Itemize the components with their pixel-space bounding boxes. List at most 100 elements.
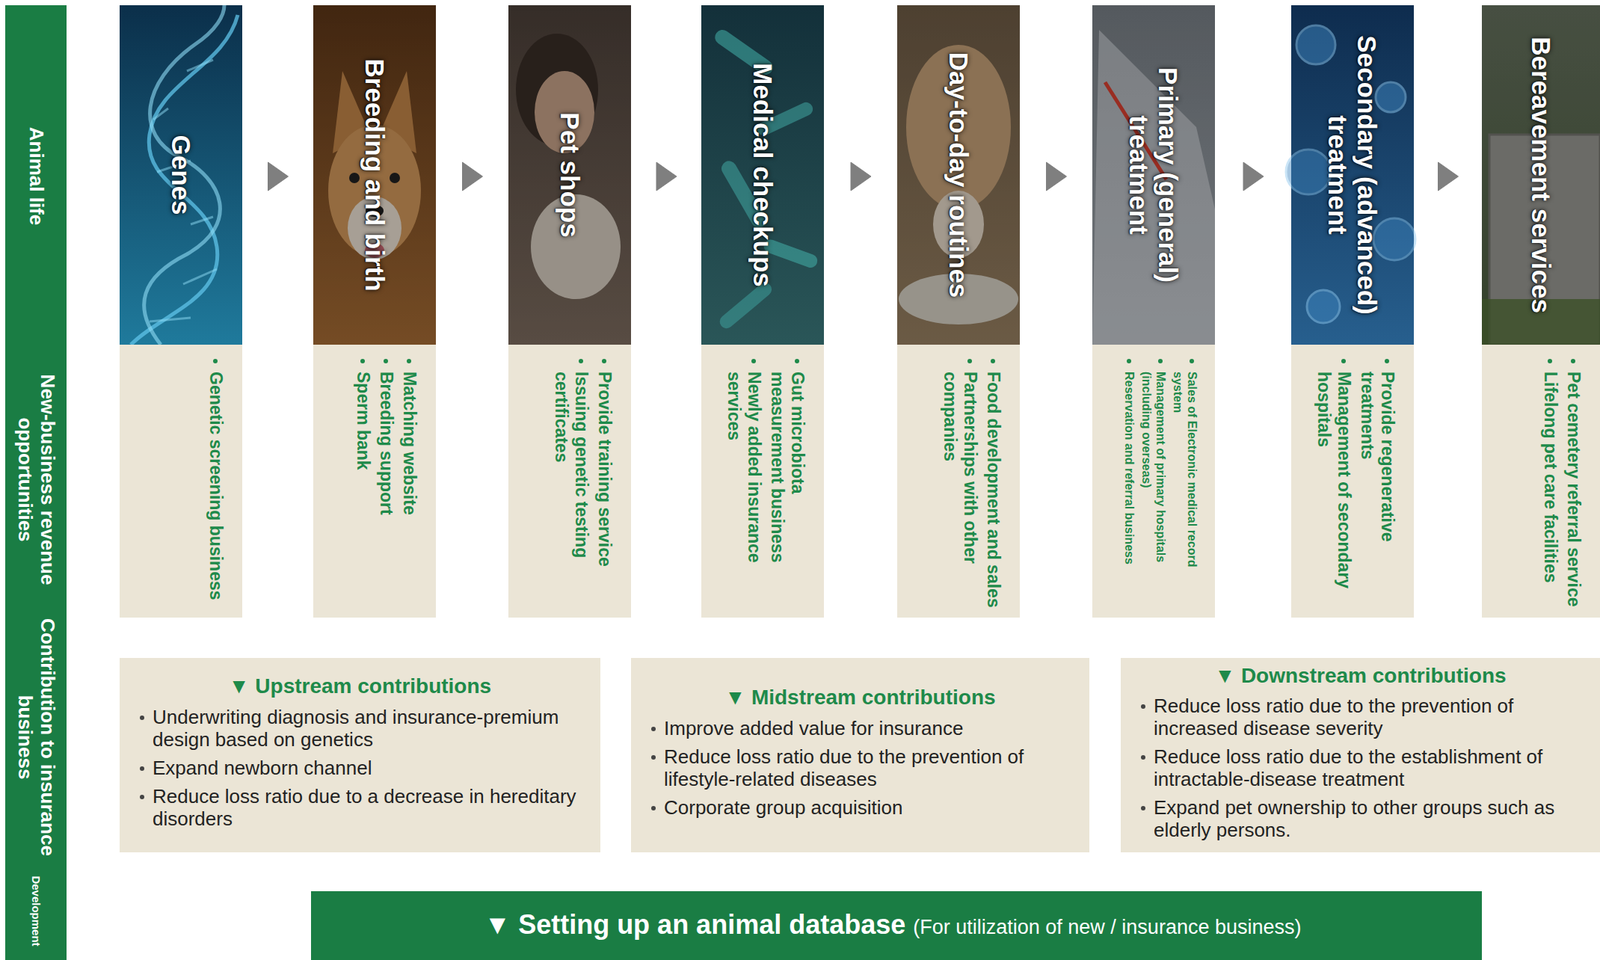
bullet-dot	[360, 358, 365, 364]
bullet-dot	[967, 358, 972, 364]
stage-title: Medical checkups	[747, 62, 777, 288]
band-label-frame: Animal life	[5, 5, 67, 347]
bullet-dot	[1189, 358, 1195, 364]
bullet-text: Food development and sales	[983, 371, 1004, 611]
bullet-text: Reduce loss ratio due to the establishme…	[1153, 746, 1584, 792]
title-frame-frame: Bereavement services	[1481, 5, 1600, 345]
bullet-frame-frame: Genetic screening business	[119, 344, 243, 618]
bullet-dot	[751, 358, 756, 364]
bullet-frame-frame: Food development and salesPartnerships w…	[897, 344, 1020, 618]
flow-arrow	[1438, 162, 1459, 191]
stage-title: Bereavement services	[1525, 36, 1556, 314]
stage-title: Pet shops	[554, 112, 584, 238]
bullet-text: Pet cemetery referral service	[1563, 371, 1584, 611]
bullet-item: Expand pet ownership to other groups suc…	[1137, 797, 1584, 842]
stage-column: Medical checkupsGut microbiota measureme…	[701, 5, 824, 618]
bullet-frame: Gut microbiota measurement businessNewly…	[701, 344, 824, 618]
bullet-dot	[139, 715, 145, 720]
bullet-frame: Genetic screening business	[119, 344, 243, 618]
bullet-text: Reduce loss ratio due to a decrease in h…	[152, 785, 584, 831]
band-label-frame-frame: Animal life	[5, 5, 67, 347]
title-frame: Breeding and birth	[313, 5, 436, 345]
bullet-dot	[1570, 358, 1576, 364]
bullet-text: Lifelong pet care facilities	[1540, 371, 1561, 611]
stage-column: GenesGenetic screening business	[119, 5, 243, 618]
bullet-list: Underwriting diagnosis and insurance-pre…	[136, 706, 584, 836]
band-label-frame-frame: Contribution to insurance business	[5, 612, 67, 863]
bullet-dot	[383, 358, 389, 364]
bullet-text: Underwriting diagnosis and insurance-pre…	[152, 706, 584, 752]
title-frame-frame: Medical checkups	[701, 5, 824, 345]
stage-title: Secondary (advanced) treatment	[1323, 12, 1382, 338]
bullet-item: Newly added insurance services	[723, 355, 765, 611]
stage-title: Breeding and birth	[359, 58, 389, 291]
bullet-item: Sales of Electronic medical record syste…	[1170, 355, 1199, 611]
band-label-frame-frame: New-business revenue opportunities	[5, 346, 67, 613]
bullet-frame: Provide regenerative treatmentsManagemen…	[1291, 344, 1414, 618]
bullet-item: Lifelong pet care facilities	[1540, 355, 1561, 611]
bullet-item: Management of secondary hospitals	[1313, 355, 1355, 611]
bullet-frame-frame: Sales of Electronic medical record syste…	[1092, 344, 1215, 618]
bullet-item: Reduce loss ratio due to the prevention …	[647, 746, 1073, 792]
band-label-frame-frame: Development	[5, 862, 67, 960]
bullet-dot	[139, 766, 145, 771]
side-band: Animal lifeNew-business revenue opportun…	[5, 5, 67, 960]
contribution-box: ▼ Downstream contributionsReduce loss ra…	[1120, 657, 1600, 853]
bullet-text: Reduce loss ratio due to the prevention …	[663, 746, 1073, 792]
bullet-dot	[1341, 358, 1346, 364]
database-band: ▼ Setting up an animal database(For util…	[311, 891, 1482, 960]
bullet-text: Reduce loss ratio due to the prevention …	[1153, 695, 1584, 741]
bullet-dot	[651, 755, 656, 760]
bullet-frame: Provide training serviceIssuing genetic …	[508, 344, 632, 618]
bullet-list: Improve added value for insuranceReduce …	[647, 717, 1073, 826]
title-frame-frame: Primary (general) treatment	[1092, 5, 1215, 345]
bullet-item: Improve added value for insurance	[647, 717, 1073, 741]
stage-column: Primary (general) treatmentSales of Elec…	[1092, 5, 1215, 618]
bullet-frame-frame: Provide regenerative treatmentsManagemen…	[1291, 344, 1414, 618]
section-label: Contribution to insurance business	[13, 618, 59, 857]
bullet-frame-frame: Pet cemetery referral serviceLifelong pe…	[1481, 344, 1600, 618]
bullet-item: Management of primary hospitals (includi…	[1139, 355, 1168, 611]
bullet-frame-frame: Gut microbiota measurement businessNewly…	[701, 344, 824, 618]
bullet-dot	[794, 358, 800, 364]
bullet-item: Gut microbiota measurement business	[767, 355, 808, 611]
bullet-frame-frame: Provide training serviceIssuing genetic …	[508, 344, 632, 618]
flow-arrow	[1046, 162, 1067, 191]
stage-column: Secondary (advanced) treatmentProvide re…	[1291, 5, 1414, 618]
section-label: New-business revenue opportunities	[13, 352, 59, 607]
bullet-dot	[1547, 358, 1553, 364]
stage-column: Breeding and birthMatching websiteBreedi…	[313, 5, 436, 618]
bullet-frame: Matching websiteBreeding supportSperm ba…	[313, 344, 436, 618]
bullet-text: Corporate group acquisition	[663, 797, 1073, 820]
bullet-text: Expand newborn channel	[152, 757, 584, 780]
bullet-dot	[213, 358, 218, 364]
bullet-item: Provide training service	[594, 355, 615, 611]
band-label-frame: New-business revenue opportunities	[5, 346, 67, 613]
bullet-text: Provide regenerative treatments	[1357, 371, 1398, 611]
stage-column: Pet shopsProvide training serviceIssuing…	[508, 5, 632, 618]
contribution-heading: ▼ Midstream contributions	[647, 684, 1073, 711]
flow-arrow	[462, 162, 483, 191]
bullet-item: Reservation and referral business	[1122, 355, 1137, 611]
bullet-frame-frame: Matching websiteBreeding supportSperm ba…	[313, 344, 436, 618]
bullet-text: Sperm bank	[352, 371, 374, 611]
bullet-dot	[651, 805, 656, 811]
stage-column: Bereavement servicesPet cemetery referra…	[1481, 5, 1600, 618]
bullet-dot	[1140, 704, 1146, 709]
section-label: Development	[29, 875, 42, 946]
bullet-item: Reduce loss ratio due to the establishme…	[1137, 746, 1584, 792]
bullet-text: Expand pet ownership to other groups suc…	[1153, 797, 1584, 842]
stage-title: Day-to-day routines	[943, 52, 973, 299]
bullet-dot	[1384, 358, 1390, 364]
bullet-item: Underwriting diagnosis and insurance-pre…	[136, 706, 584, 752]
bullet-dot	[578, 358, 584, 364]
title-frame: Genes	[119, 5, 243, 345]
bullet-item: Breeding support	[376, 355, 397, 611]
section-label: Animal life	[24, 127, 48, 226]
bullet-text: Matching website	[399, 371, 420, 611]
bullet-text: Improve added value for insurance	[663, 717, 1073, 741]
title-frame: Pet shops	[508, 5, 632, 345]
